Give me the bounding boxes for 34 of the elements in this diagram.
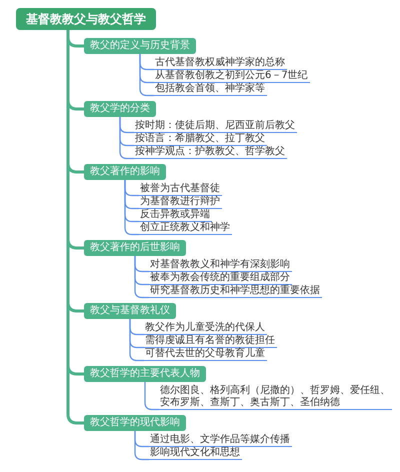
- central-topic: 基督教教父与教父哲学: [16, 8, 156, 30]
- subtopic-text: 教父作为儿童受洗的代保人: [144, 322, 267, 335]
- subtopic-text: 通过电影、文学作品等媒介传播: [149, 434, 292, 447]
- subtopic-text: 创立正统教义和神学: [139, 222, 232, 235]
- subtopic-text: 对基督教教义和神学有深刻影响: [149, 259, 292, 272]
- subtopic-text: 反击异教或异端: [139, 209, 212, 222]
- connector-line: [129, 318, 145, 362]
- subtopic-text: 德尔图良、格列高利（尼撒的）、哲罗姆、爱任纽、安布罗斯、查斯丁、奥古斯丁、圣伯纳德: [159, 385, 392, 410]
- branch-topic: 教父哲学的现代影响: [84, 415, 186, 431]
- branch-topic: 教父哲学的主要代表人物: [84, 366, 206, 382]
- subtopic-text: 为基督教进行辩护: [139, 196, 222, 209]
- subtopic-text: 可替代去世的父母教育儿童: [144, 348, 267, 361]
- branch-topic: 教父著作的影响: [84, 164, 166, 180]
- branch-topic: 教父与基督教礼仪: [84, 303, 176, 319]
- branch-topic: 教父的定义与历史背景: [84, 38, 196, 54]
- branch-topic: 教父著作的后世影响: [84, 240, 186, 256]
- connector-line: [139, 53, 155, 96]
- connector-line: [144, 381, 160, 410]
- subtopic-text: 从基督教创教之初到公元6－7世纪: [154, 70, 310, 83]
- connector-line: [134, 255, 150, 298]
- connector-line: [124, 179, 140, 236]
- subtopic-text: 按语言：希腊教父、拉丁教父: [134, 133, 267, 146]
- subtopic-text: 需得虔诚且有名誉的教徒担任: [144, 335, 277, 348]
- subtopic-text: 包括教会首领、神学家等: [154, 83, 267, 96]
- subtopic-text: 古代基督教权威神学家的总称: [154, 57, 287, 70]
- connector-line: [119, 116, 135, 160]
- branch-topic: 教父学的分类: [84, 101, 156, 117]
- subtopic-text: 被奉为教会传统的重要组成部分: [149, 272, 292, 285]
- subtopic-text: 按时期：使徒后期、尼西亚前后教父: [134, 120, 297, 133]
- connector-line: [134, 430, 150, 460]
- subtopic-text: 研究基督教历史和神学思想的重要依据: [149, 285, 322, 298]
- subtopic-text: 按神学观点：护教教父、哲学教父: [134, 146, 287, 159]
- subtopic-text: 影响现代文化和思想: [149, 447, 242, 460]
- subtopic-text: 被誉为古代基督徒: [139, 183, 222, 196]
